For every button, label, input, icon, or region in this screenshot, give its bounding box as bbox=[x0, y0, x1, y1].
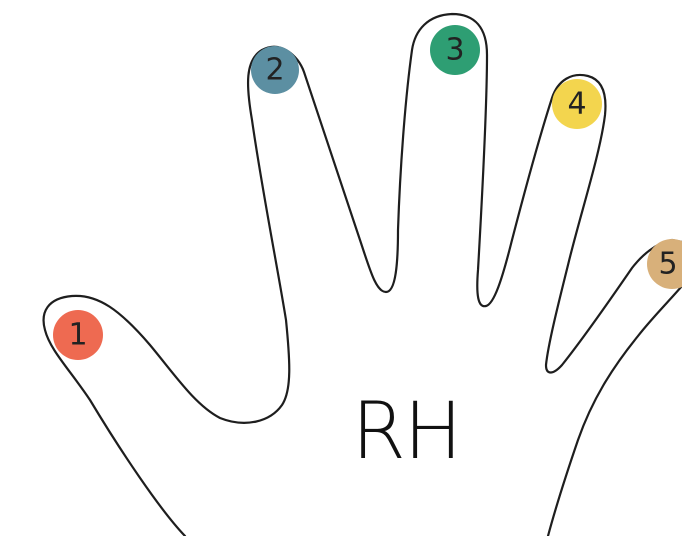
finger-3-marker: 3 bbox=[430, 25, 480, 75]
finger-5-marker: 5 bbox=[647, 239, 682, 289]
finger-4-marker: 4 bbox=[552, 79, 602, 129]
finger-1-number: 1 bbox=[68, 318, 87, 353]
finger-1-marker: 1 bbox=[53, 310, 103, 360]
finger-2-marker: 2 bbox=[251, 46, 299, 94]
hand-label: RH bbox=[352, 387, 461, 477]
finger-2-number: 2 bbox=[265, 53, 284, 88]
finger-5-number: 5 bbox=[658, 247, 677, 282]
finger-4-number: 4 bbox=[567, 87, 586, 122]
finger-3-number: 3 bbox=[445, 33, 464, 68]
